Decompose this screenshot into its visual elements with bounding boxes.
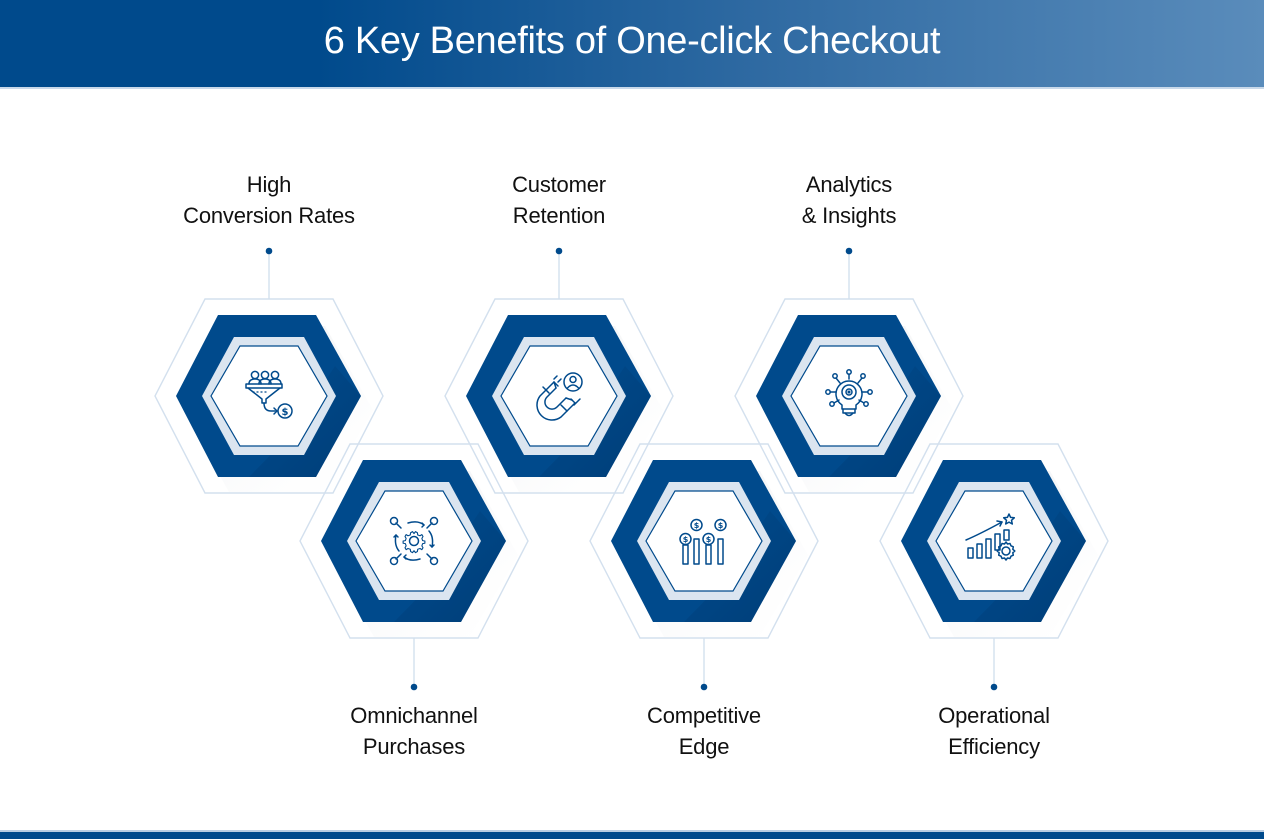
funnel-dollar-icon: $ [245, 370, 293, 419]
page-title: 6 Key Benefits of One-click Checkout [323, 20, 941, 62]
growth-gear-icon [965, 513, 1016, 561]
label-line-2: & Insights [801, 203, 897, 228]
label-line-2: Purchases [362, 734, 466, 759]
svg-text:$: $ [282, 407, 289, 418]
label-line-2: Efficiency [948, 734, 1040, 759]
label-line-2: Edge [678, 734, 730, 759]
header-banner: 6 Key Benefits of One-click Checkout [0, 0, 1264, 87]
svg-text:$: $ [683, 535, 689, 544]
svg-text:$: $ [694, 521, 700, 530]
lightbulb-network-icon [825, 369, 873, 417]
label-line-1: Competitive [647, 703, 761, 728]
coin-bars-icon: $ $ $ $ [679, 518, 727, 565]
label-analytics-insights: Analytics & Insights [719, 169, 979, 231]
label-customer-retention: Customer Retention [429, 169, 689, 231]
connector-lines [268, 251, 995, 686]
footer-bar [0, 832, 1264, 839]
label-line-2: Retention [512, 203, 606, 228]
label-competitive-edge: Competitive Edge [574, 700, 834, 762]
connector-dots [265, 247, 998, 691]
magnet-user-icon [536, 372, 583, 421]
svg-text:$: $ [718, 521, 724, 530]
label-operational-efficiency: Operational Efficiency [864, 700, 1124, 762]
label-line-1: Operational [938, 703, 1050, 728]
gear-network-icon [389, 516, 439, 566]
hexagon-analytics-insights [734, 298, 964, 494]
hexagon-customer-retention [444, 298, 674, 494]
label-line-2: Conversion Rates [183, 203, 355, 228]
label-line-1: Customer [512, 172, 606, 197]
label-line-1: Omnichannel [350, 703, 478, 728]
svg-text:$: $ [706, 535, 712, 544]
label-omnichannel-purchases: Omnichannel Purchases [284, 700, 544, 762]
label-line-1: Analytics [805, 172, 893, 197]
label-line-1: High [246, 172, 292, 197]
label-high-conversion-rates: High Conversion Rates [139, 169, 399, 231]
header-divider [0, 87, 1264, 89]
footer-divider [0, 830, 1264, 832]
